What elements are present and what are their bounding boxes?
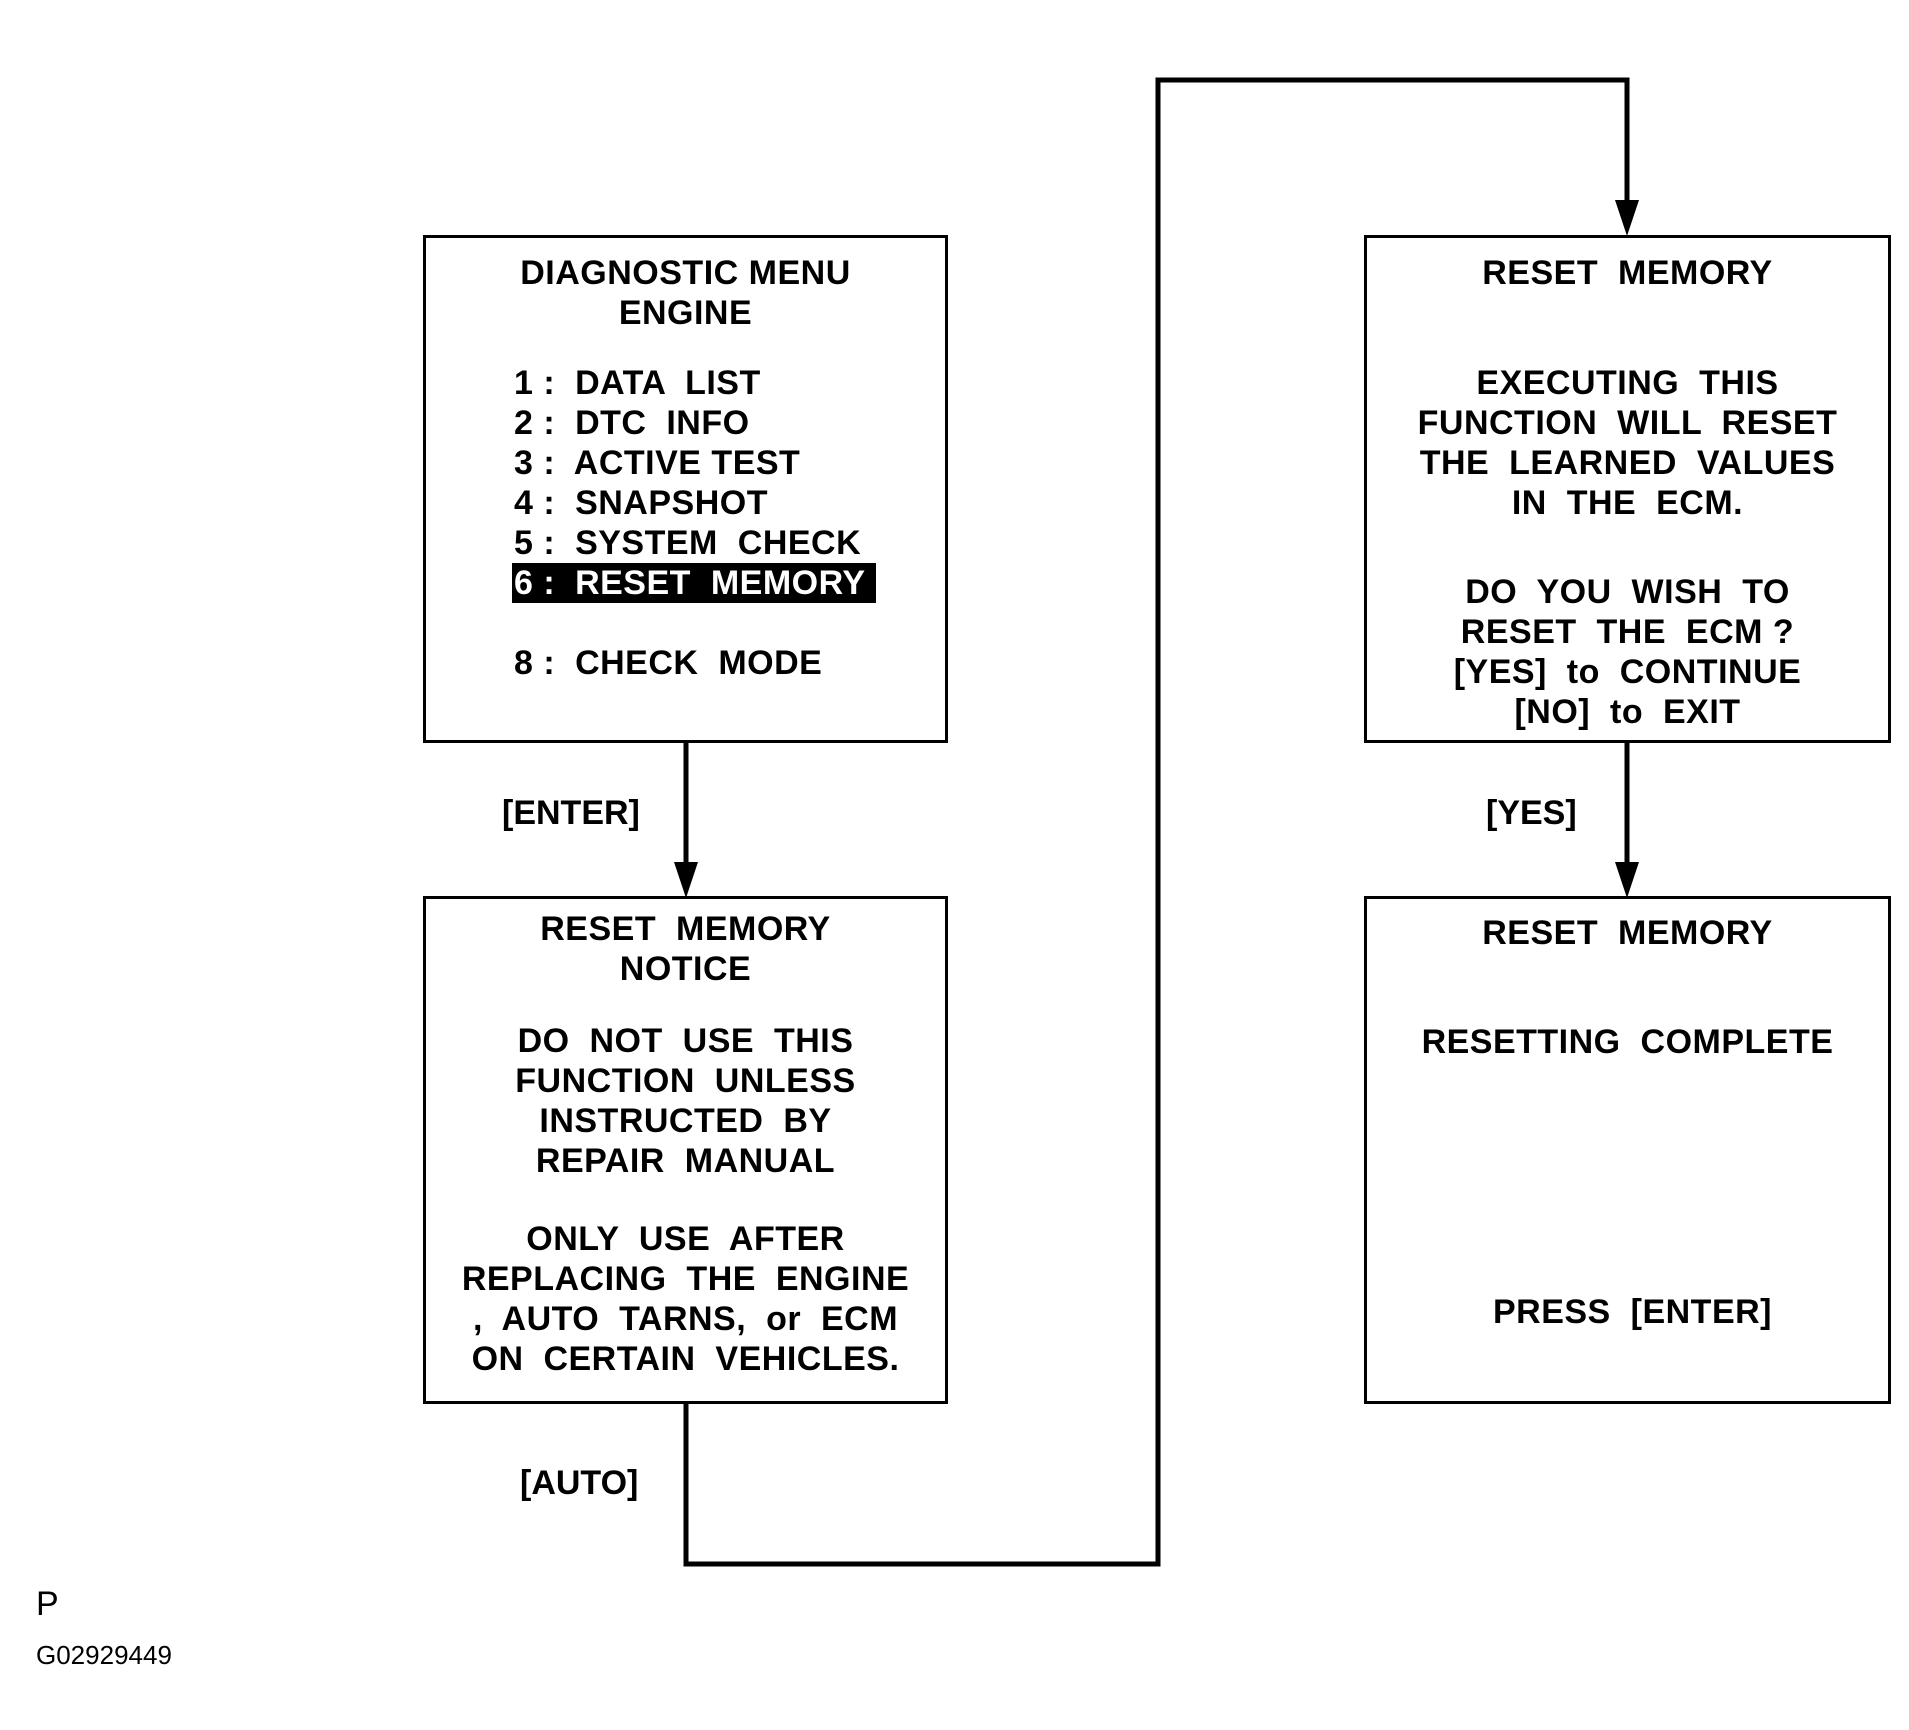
complete-title: RESET MEMORY bbox=[1482, 914, 1773, 952]
menu-item-snapshot[interactable]: 4 : SNAPSHOT bbox=[514, 484, 768, 522]
notice-line: REPLACING THE ENGINE bbox=[461, 1260, 910, 1298]
notice-line: ON CERTAIN VEHICLES. bbox=[471, 1340, 900, 1378]
diagnostic-menu-screen: DIAGNOSTIC MENU ENGINE 1 : DATA LIST 2 :… bbox=[423, 235, 948, 743]
enter-arrow bbox=[674, 742, 698, 898]
yes-arrow bbox=[1615, 742, 1639, 898]
notice-line: FUNCTION UNLESS bbox=[515, 1062, 856, 1100]
enter-key-label: [ENTER] bbox=[502, 794, 640, 832]
figure-code: G02929449 bbox=[36, 1640, 172, 1670]
complete-prompt[interactable]: PRESS [ENTER] bbox=[1492, 1293, 1773, 1331]
reset-memory-complete-screen: RESET MEMORY RESETTING COMPLETE PRESS [E… bbox=[1364, 896, 1891, 1404]
notice-line: DO NOT USE THIS bbox=[517, 1022, 854, 1060]
confirm-line: EXECUTING THIS bbox=[1476, 364, 1779, 402]
menu-item-check-mode[interactable]: 8 : CHECK MODE bbox=[514, 644, 823, 682]
yes-key-label: [YES] bbox=[1486, 794, 1577, 832]
confirm-title: RESET MEMORY bbox=[1482, 254, 1773, 292]
complete-message: RESETTING COMPLETE bbox=[1421, 1023, 1834, 1061]
reset-memory-confirm-screen: RESET MEMORY EXECUTING THIS FUNCTION WIL… bbox=[1364, 235, 1891, 743]
notice-line: , AUTO TARNS, or ECM bbox=[472, 1300, 899, 1338]
notice-line: REPAIR MANUAL bbox=[535, 1142, 836, 1180]
confirm-line: IN THE ECM. bbox=[1511, 484, 1744, 522]
menu-item-reset-memory[interactable]: 6 : RESET MEMORY bbox=[512, 563, 876, 603]
menu-item-dtc-info[interactable]: 2 : DTC INFO bbox=[514, 404, 750, 442]
confirm-no-option[interactable]: [NO] to EXIT bbox=[1514, 693, 1741, 731]
notice-line: INSTRUCTED BY bbox=[539, 1102, 832, 1140]
confirm-line: FUNCTION WILL RESET bbox=[1417, 404, 1838, 442]
reset-memory-notice-screen: RESET MEMORY NOTICE DO NOT USE THIS FUNC… bbox=[423, 896, 948, 1404]
auto-connector bbox=[683, 77, 1639, 1567]
notice-title: RESET MEMORY bbox=[540, 910, 831, 948]
menu-item-data-list[interactable]: 1 : DATA LIST bbox=[514, 364, 761, 402]
menu-subtitle: ENGINE bbox=[618, 294, 753, 332]
menu-title: DIAGNOSTIC MENU bbox=[520, 254, 851, 292]
confirm-line: DO YOU WISH TO bbox=[1465, 573, 1790, 611]
auto-key-label: [AUTO] bbox=[520, 1464, 639, 1502]
figure-letter: P bbox=[36, 1585, 59, 1623]
confirm-line: RESET THE ECM ? bbox=[1460, 613, 1795, 651]
notice-line: ONLY USE AFTER bbox=[526, 1220, 845, 1258]
confirm-yes-option[interactable]: [YES] to CONTINUE bbox=[1453, 653, 1802, 691]
menu-item-system-check[interactable]: 5 : SYSTEM CHECK bbox=[514, 524, 862, 562]
menu-item-active-test[interactable]: 3 : ACTIVE TEST bbox=[514, 444, 801, 482]
notice-subtitle: NOTICE bbox=[619, 950, 752, 988]
confirm-line: THE LEARNED VALUES bbox=[1419, 444, 1836, 482]
